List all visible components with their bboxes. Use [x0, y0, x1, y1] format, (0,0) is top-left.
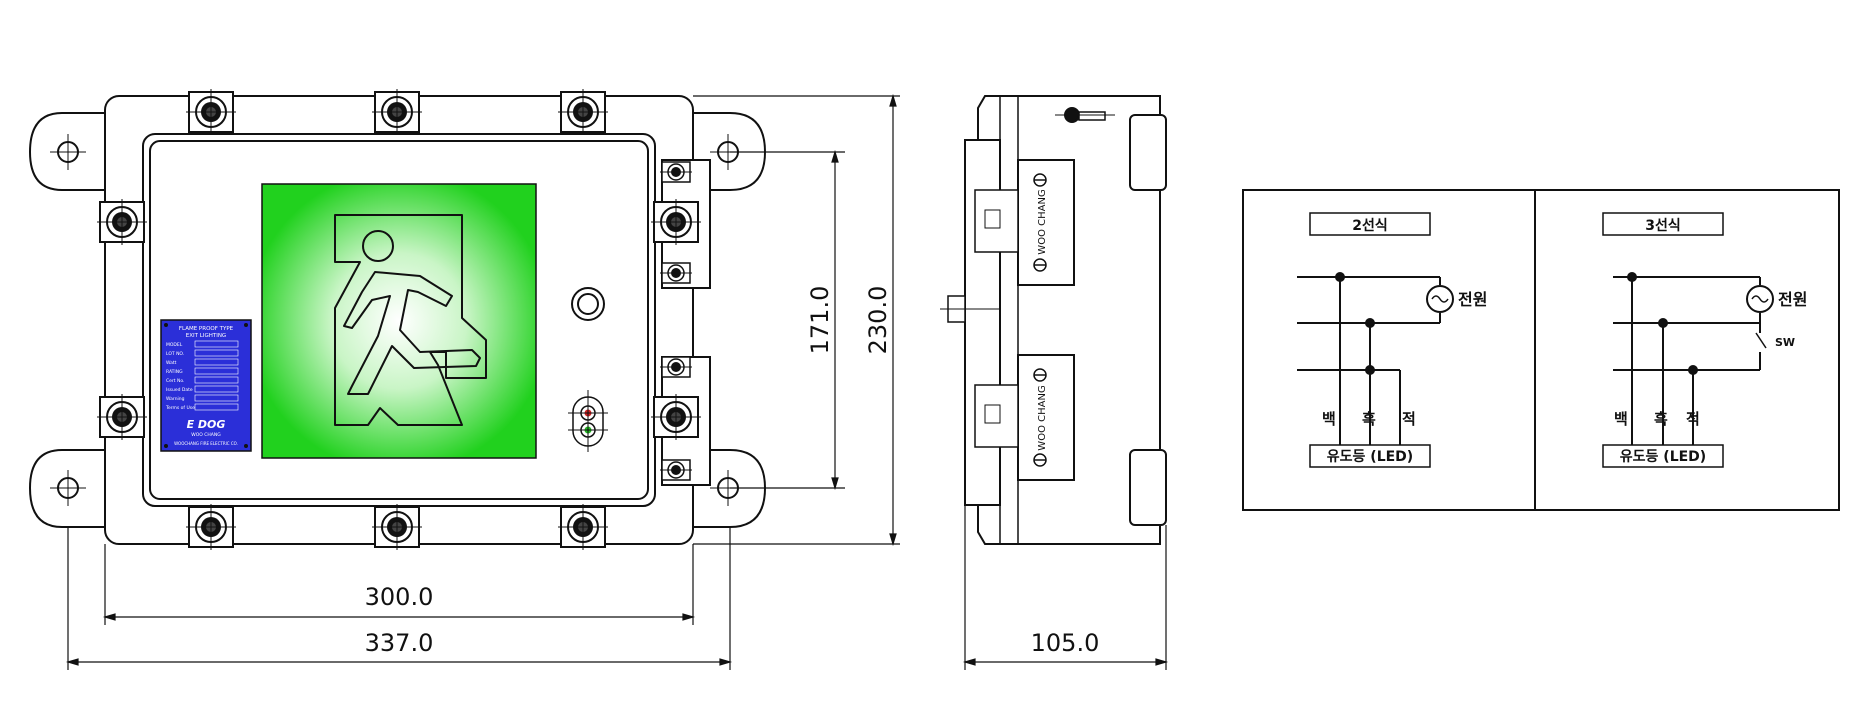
- plate-title-2: EXIT LIGHTING: [186, 333, 226, 339]
- bolt-icon: [185, 88, 237, 136]
- housing-inner-2: [149, 140, 649, 500]
- wiring-3wire-wire: 흑: [1654, 410, 1668, 428]
- wiring-2wire-lamp: 유도등 (LED): [1327, 449, 1413, 465]
- plate-row-label: Cert No.: [166, 378, 184, 384]
- dim-height-outer: 230.0: [864, 286, 892, 355]
- wiring-2wire: [1297, 212, 1454, 468]
- plate-brand-logo: E DOG: [187, 418, 226, 431]
- bolt-icon: [557, 503, 609, 551]
- bolt-icon: [659, 356, 693, 378]
- bolt-icon: [659, 161, 693, 183]
- indicator-lamps: [568, 390, 608, 452]
- wiring-3wire-switch: SW: [1775, 336, 1795, 349]
- ear-hole-tl: [50, 134, 86, 170]
- bolt-icon: [659, 459, 693, 481]
- plate-row-label: RATING: [166, 369, 183, 375]
- plate-row-label: Terms of Use: [165, 405, 195, 411]
- nameplate: FLAME PROOF TYPE EXIT LIGHTING MODEL LOT…: [160, 319, 252, 452]
- wiring-2wire-wire: 흑: [1362, 410, 1376, 428]
- bolt-icon: [185, 503, 237, 551]
- bolt-icon: [96, 198, 148, 246]
- wiring-3wire-wire: 적: [1686, 410, 1700, 428]
- plate-brand: WOO CHANG: [191, 432, 221, 438]
- dim-depth: 105.0: [1031, 629, 1100, 657]
- plate-row-label: Warning: [166, 396, 185, 402]
- wiring-2wire-wire: 적: [1402, 410, 1416, 428]
- dim-height-inner: 171.0: [806, 286, 834, 355]
- ear-hole-bl: [50, 470, 86, 506]
- bolt-icon: [371, 503, 423, 551]
- wiring-2wire-wire: 백: [1322, 410, 1336, 428]
- plate-title-1: FLAME PROOF TYPE: [179, 326, 234, 332]
- dim-width-outer: 337.0: [365, 629, 434, 657]
- test-button: [571, 287, 605, 321]
- plate-row-label: MODEL: [166, 342, 183, 348]
- wiring-3wire-wire: 백: [1614, 410, 1628, 428]
- wiring-3wire: [1602, 212, 1774, 468]
- wiring-3wire-lamp: 유도등 (LED): [1620, 449, 1706, 465]
- plate-footer: WOOCHANG FIRE ELECTRIC CO.: [174, 441, 238, 446]
- bolt-icon: [557, 88, 609, 136]
- plate-row-label: Watt: [166, 360, 177, 366]
- dim-width-inner: 300.0: [365, 583, 434, 611]
- running-man-icon: [334, 214, 487, 426]
- side-dimension: [962, 505, 1169, 670]
- plate-row-label: LOT NO.: [166, 351, 184, 357]
- terminal-label-top: WOO CHANG: [1037, 189, 1048, 254]
- bolt-icon: [650, 198, 702, 246]
- terminal-label-bottom: WOO CHANG: [1037, 385, 1048, 450]
- bolt-icon: [96, 393, 148, 441]
- wiring-3wire-power: 전원: [1778, 290, 1807, 309]
- plate-rows: MODEL LOT NO. Watt RATING Cert No. Issue…: [165, 340, 239, 411]
- plate-row-label: Issued Date: [166, 387, 193, 393]
- side-view: [940, 95, 1167, 545]
- wiring-2wire-power: 전원: [1458, 290, 1487, 309]
- side-terminal-screws: [1033, 173, 1047, 467]
- exit-sign: [261, 183, 537, 459]
- wiring-2wire-title: 2선식: [1352, 218, 1388, 234]
- bolt-icon: [650, 393, 702, 441]
- front-dimensions: [65, 93, 900, 670]
- wiring-3wire-title: 3선식: [1645, 218, 1681, 234]
- bolt-icon: [659, 262, 693, 284]
- wiring-frame: [1242, 189, 1840, 511]
- bolt-icon: [371, 88, 423, 136]
